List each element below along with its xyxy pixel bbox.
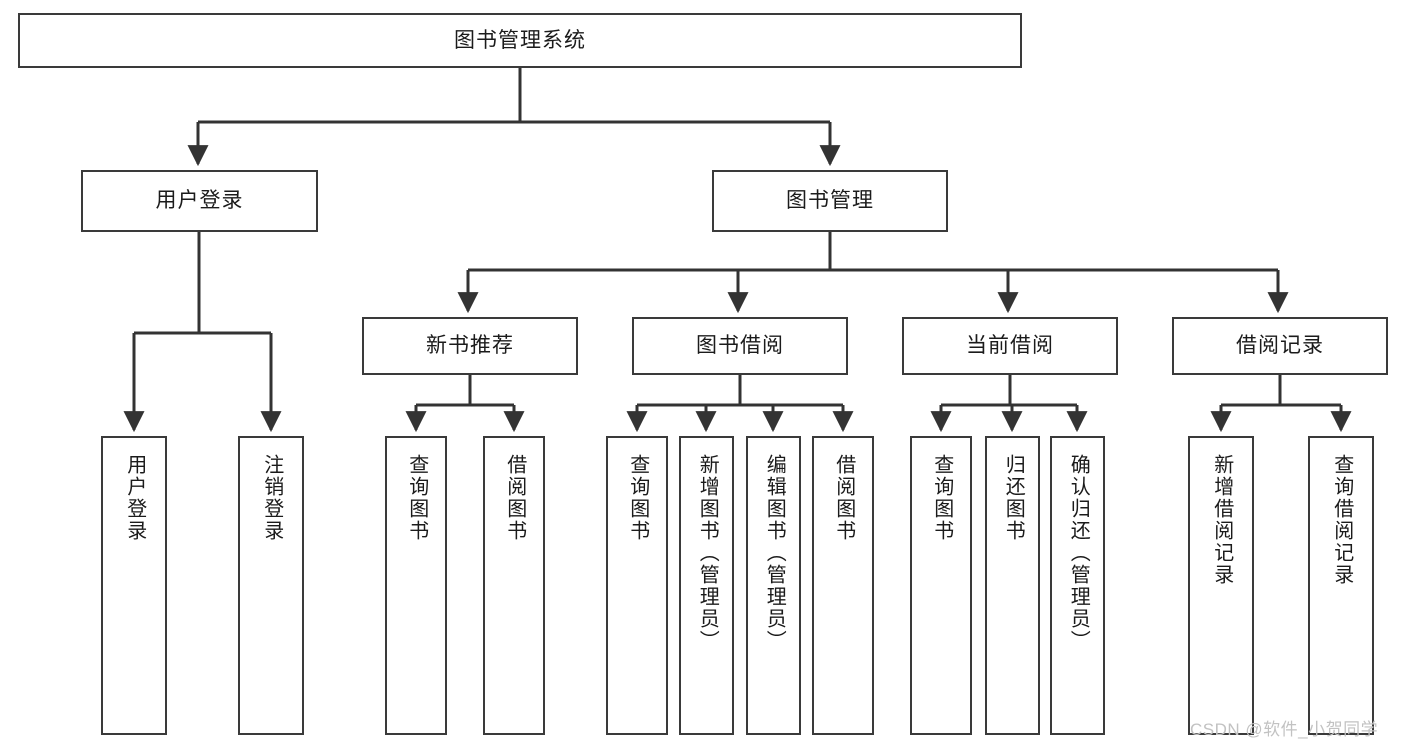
leaf-label: 借阅图书 bbox=[832, 454, 855, 542]
node-root-label: 图书管理系统 bbox=[454, 28, 586, 52]
leaf-label: 用户登录 bbox=[123, 454, 146, 542]
leaf-node[interactable]: 借阅图书 bbox=[483, 436, 545, 735]
leaf-label: 新增借阅记录 bbox=[1210, 454, 1233, 586]
leaf-label: 编辑图书（管理员） bbox=[763, 454, 786, 652]
node-new-book-recommend-label: 新书推荐 bbox=[426, 334, 514, 358]
node-book-management-label: 图书管理 bbox=[786, 189, 874, 213]
leaf-label: 借阅图书 bbox=[503, 454, 526, 542]
leaf-node[interactable]: 用户登录 bbox=[101, 436, 167, 735]
leaf-label: 查询图书 bbox=[405, 454, 428, 542]
node-new-book-recommend[interactable]: 新书推荐 bbox=[362, 317, 578, 375]
leaf-label: 注销登录 bbox=[260, 454, 283, 542]
node-borrow-records[interactable]: 借阅记录 bbox=[1172, 317, 1388, 375]
leaf-label: 查询借阅记录 bbox=[1330, 454, 1353, 586]
leaf-node[interactable]: 确认归还（管理员） bbox=[1050, 436, 1105, 735]
leaf-node[interactable]: 归还图书 bbox=[985, 436, 1040, 735]
node-book-borrow[interactable]: 图书借阅 bbox=[632, 317, 848, 375]
leaf-node[interactable]: 查询图书 bbox=[606, 436, 668, 735]
leaf-label: 查询图书 bbox=[626, 454, 649, 542]
leaf-node[interactable]: 编辑图书（管理员） bbox=[746, 436, 801, 735]
leaf-node[interactable]: 查询图书 bbox=[910, 436, 972, 735]
leaf-node[interactable]: 查询借阅记录 bbox=[1308, 436, 1374, 735]
node-current-borrow[interactable]: 当前借阅 bbox=[902, 317, 1118, 375]
leaf-node[interactable]: 借阅图书 bbox=[812, 436, 874, 735]
leaf-node[interactable]: 新增借阅记录 bbox=[1188, 436, 1254, 735]
leaf-node[interactable]: 新增图书（管理员） bbox=[679, 436, 734, 735]
leaf-node[interactable]: 注销登录 bbox=[238, 436, 304, 735]
node-current-borrow-label: 当前借阅 bbox=[966, 334, 1054, 358]
node-root[interactable]: 图书管理系统 bbox=[18, 13, 1022, 68]
node-borrow-records-label: 借阅记录 bbox=[1236, 334, 1324, 358]
node-book-management[interactable]: 图书管理 bbox=[712, 170, 948, 232]
leaf-label: 确认归还（管理员） bbox=[1067, 454, 1090, 652]
leaf-label: 新增图书（管理员） bbox=[696, 454, 719, 652]
node-user-login-label: 用户登录 bbox=[155, 189, 244, 213]
leaf-label: 归还图书 bbox=[1002, 454, 1025, 542]
leaf-label: 查询图书 bbox=[930, 454, 953, 542]
leaf-node[interactable]: 查询图书 bbox=[385, 436, 447, 735]
node-book-borrow-label: 图书借阅 bbox=[696, 334, 784, 358]
node-user-login[interactable]: 用户登录 bbox=[81, 170, 318, 232]
csdn-watermark: CSDN @软件_小贺同学 bbox=[1190, 720, 1379, 739]
